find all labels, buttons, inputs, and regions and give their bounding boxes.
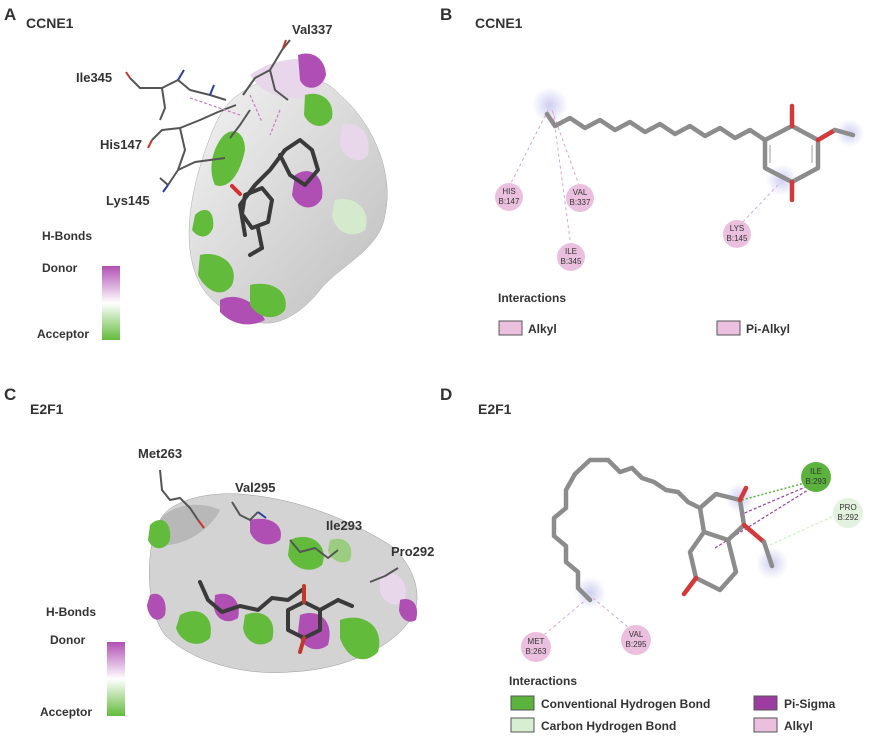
panel-a-letter: A — [4, 5, 16, 24]
legend-label-alkyl: Alkyl — [528, 322, 557, 336]
legend-swatch-alkyl — [753, 717, 778, 733]
panel-d-residue-val295: VAL B:295 — [621, 625, 651, 655]
residue-chain: B:337 — [570, 198, 591, 207]
residue-name: MET — [528, 637, 545, 646]
residue-chain: B:345 — [561, 257, 582, 266]
panel-c-donor-label: Donor — [50, 633, 86, 647]
panel-b-halo — [532, 87, 568, 123]
legend-swatch-conventional-hbond — [510, 695, 535, 711]
panel-c: C E2F1 — [4, 385, 434, 719]
residue-chain: B:147 — [499, 197, 520, 206]
panel-a: A CCNE1 — [4, 5, 388, 341]
panel-b-title: CCNE1 — [475, 15, 523, 31]
panel-c-acceptor-label: Acceptor — [40, 705, 92, 719]
panel-d: D E2F1 ILE B:293 PR — [440, 385, 863, 733]
residue-name: ILE — [810, 467, 822, 476]
legend-label-pi-sigma: Pi-Sigma — [784, 697, 836, 711]
panel-d-residue-met263: MET B:263 — [521, 632, 551, 662]
panel-a-contact-lines — [189, 94, 281, 136]
panel-a-residue-sticks — [125, 39, 291, 193]
panel-d-interaction-lines — [537, 480, 841, 641]
panel-b-residue-val337: VAL B:337 — [566, 184, 594, 212]
panel-c-surface — [147, 493, 418, 673]
panel-d-halo — [574, 577, 606, 609]
panel-d-letter: D — [440, 385, 452, 404]
panel-c-title: E2F1 — [30, 401, 64, 417]
residue-name: VAL — [573, 188, 588, 197]
residue-chain: B:263 — [526, 647, 547, 656]
legend-swatch-alkyl — [498, 320, 523, 336]
panel-c-hbond-legend-title: H-Bonds — [46, 605, 96, 619]
panel-b-residue-ile345: ILE B:345 — [557, 243, 585, 271]
residue-label-lys145: Lys145 — [106, 193, 150, 208]
panel-c-ligand — [198, 580, 354, 654]
legend-swatch-pi-alkyl — [716, 320, 741, 336]
residue-label-his147: His147 — [100, 137, 142, 152]
panel-a-hbond-gradient — [102, 266, 120, 340]
residue-chain: B:292 — [838, 513, 859, 522]
panel-a-hbond-legend-title: H-Bonds — [42, 229, 92, 243]
panel-c-residue-sticks — [159, 469, 399, 583]
residue-chain: B:295 — [626, 640, 647, 649]
residue-name: VAL — [629, 630, 644, 639]
legend-label-pi-alkyl: Pi-Alkyl — [746, 322, 790, 336]
panel-d-ligand-structure — [551, 457, 775, 603]
residue-name: HIS — [502, 187, 515, 196]
panel-a-donor-label: Donor — [42, 261, 78, 275]
residue-chain: B:293 — [806, 477, 827, 486]
residue-label-pro292: Pro292 — [391, 544, 434, 559]
residue-label-ile345: Ile345 — [76, 70, 112, 85]
residue-label-val295: Val295 — [235, 480, 276, 495]
panel-a-acceptor-label: Acceptor — [37, 327, 89, 341]
panel-b-interactions-title: Interactions — [498, 291, 566, 305]
legend-label-carbon-hbond: Carbon Hydrogen Bond — [541, 719, 676, 733]
panel-d-interactions-title: Interactions — [509, 674, 577, 688]
panel-a-title: CCNE1 — [26, 15, 74, 31]
panel-b-letter: B — [440, 5, 452, 24]
residue-name: ILE — [565, 247, 577, 256]
residue-label-ile293: Ile293 — [326, 518, 362, 533]
legend-swatch-pi-sigma — [753, 695, 778, 711]
panel-a-ligand — [230, 138, 320, 257]
panel-d-residue-pro292: PRO B:292 — [833, 498, 863, 528]
panel-b: B CCNE1 HIS B:147 — [440, 5, 864, 336]
panel-b-residue-his147: HIS B:147 — [495, 183, 523, 211]
panel-b-ligand-structure — [544, 103, 856, 203]
panel-d-title: E2F1 — [478, 401, 512, 417]
legend-swatch-carbon-hbond — [510, 717, 535, 733]
panel-b-residue-lys145: LYS B:145 — [723, 220, 751, 248]
residue-label-val337: Val337 — [292, 22, 333, 37]
residue-chain: B:145 — [727, 234, 748, 243]
legend-label-alkyl: Alkyl — [784, 719, 813, 733]
residue-name: PRO — [839, 503, 856, 512]
panel-a-surface — [188, 53, 388, 325]
panel-c-hbond-gradient — [107, 642, 125, 716]
panel-c-letter: C — [4, 385, 16, 404]
panel-b-ring-inner — [769, 145, 813, 163]
legend-label-conventional-hbond: Conventional Hydrogen Bond — [541, 697, 710, 711]
residue-label-met263: Met263 — [138, 446, 182, 461]
panel-d-residue-ile293: ILE B:293 — [801, 462, 831, 492]
residue-name: LYS — [730, 224, 745, 233]
